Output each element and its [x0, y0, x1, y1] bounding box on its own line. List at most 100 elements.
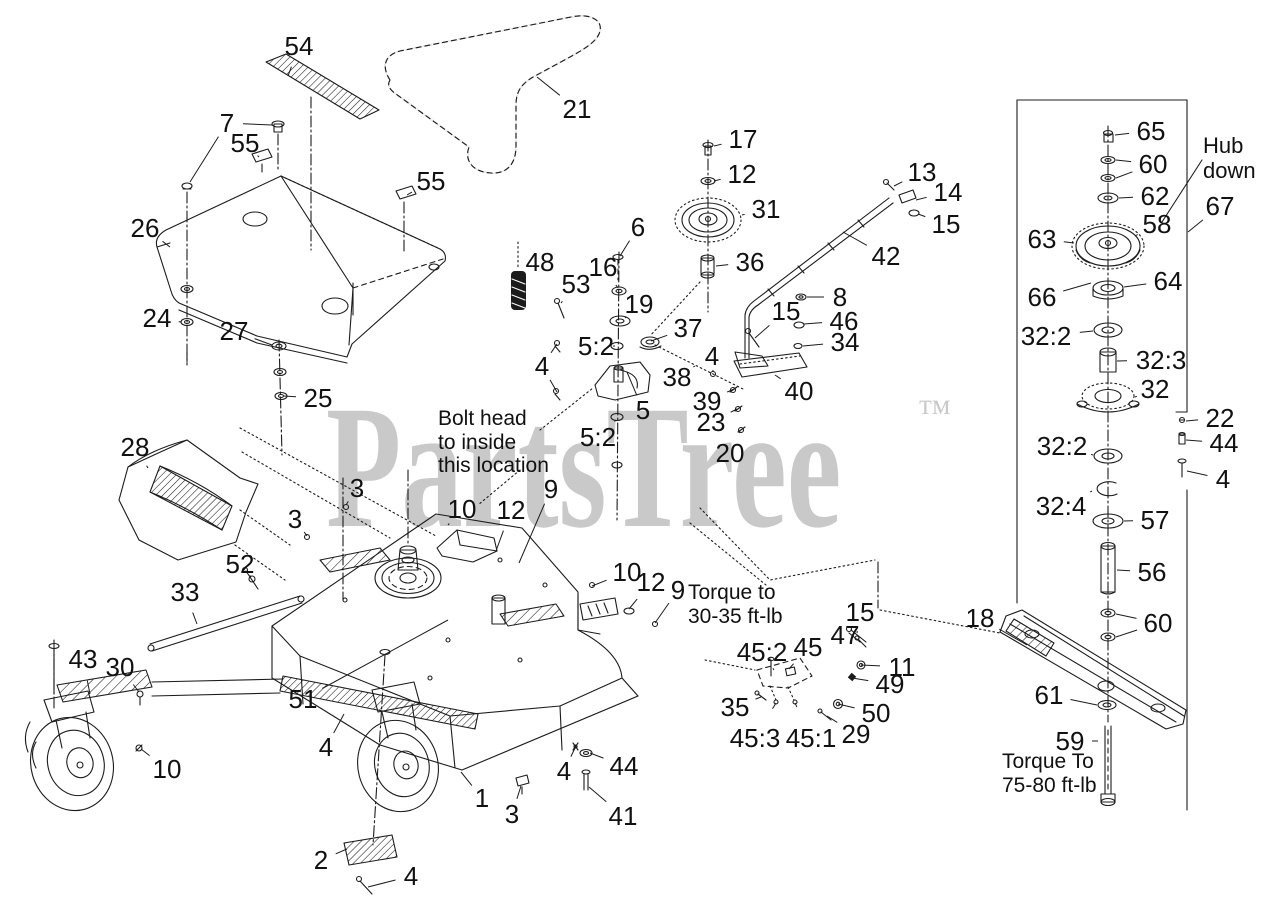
part-label-29: 29 — [841, 719, 871, 749]
part-label-32-2: 32:2 — [1020, 321, 1072, 351]
part-label-19: 19 — [624, 289, 654, 319]
part-label-63: 63 — [1027, 224, 1057, 254]
part-label-3: 3 — [349, 473, 365, 503]
part-label-4: 4 — [318, 732, 334, 762]
part-label-12: 12 — [727, 159, 757, 189]
part-label-45: 45 — [793, 632, 823, 662]
caster-arm-43 — [48, 639, 284, 752]
part-label-52: 52 — [225, 549, 255, 579]
part-label-10: 10 — [447, 494, 477, 524]
idler-mount-40 — [733, 293, 808, 378]
part-label-58: 58 — [1142, 209, 1172, 239]
sight-lines — [689, 507, 1001, 671]
part-label-4: 4 — [403, 861, 419, 891]
part-label-15: 15 — [771, 296, 801, 326]
part-label-16: 16 — [588, 252, 618, 282]
pin-52 — [241, 566, 259, 590]
part-label-60: 60 — [1138, 149, 1168, 179]
mower-deck-1 — [239, 427, 659, 771]
part-label-65: 65 — [1136, 116, 1166, 146]
part-label-28: 28 — [120, 432, 150, 462]
part-label-25: 25 — [303, 383, 333, 413]
caster-wheel-left — [24, 690, 115, 812]
part-label-9: 9 — [670, 575, 686, 605]
part-label-54: 54 — [284, 31, 314, 61]
part-label-57: 57 — [1140, 505, 1170, 535]
part-label-33: 33 — [170, 577, 200, 607]
spacer-2 — [343, 834, 398, 895]
part-label-5-2: 5:2 — [579, 422, 617, 452]
part-label-50: 50 — [861, 698, 891, 728]
part-label-35: 35 — [720, 692, 750, 722]
seal-strip-54 — [265, 53, 380, 251]
part-label-39: 39 — [692, 386, 722, 416]
part-label-4: 4 — [704, 341, 720, 371]
part-label-9: 9 — [543, 474, 559, 504]
part-label-24: 24 — [142, 303, 172, 333]
part-label-8: 8 — [832, 282, 848, 312]
part-label-44: 44 — [1209, 428, 1239, 458]
part-label-44: 44 — [609, 751, 639, 781]
part-label-42: 42 — [871, 241, 901, 271]
part-label-3: 3 — [504, 799, 520, 829]
center-spindle-hardware — [477, 241, 769, 521]
spindle-assembly-67 — [1016, 99, 1188, 811]
part-label-6: 6 — [630, 212, 646, 242]
part-label-32-4: 32:4 — [1035, 491, 1087, 521]
part-label-1: 1 — [474, 783, 490, 813]
part-label-10: 10 — [152, 754, 182, 784]
part-label-66: 66 — [1027, 282, 1057, 312]
caster-wheel-center — [357, 648, 439, 846]
part-label-38: 38 — [662, 362, 692, 392]
part-label-31: 31 — [751, 194, 781, 224]
gauge-rod-33 — [147, 595, 305, 652]
part-label-64: 64 — [1153, 266, 1183, 296]
part-label-45-3: 45:3 — [729, 723, 781, 753]
part-label-7: 7 — [219, 108, 235, 138]
part-label-41: 41 — [608, 801, 638, 831]
arm-strip-51 — [279, 675, 479, 730]
support-rod-42 — [744, 178, 920, 359]
part-label-49: 49 — [875, 669, 905, 699]
part-label-4: 4 — [1215, 464, 1231, 494]
part-label-32: 32 — [1140, 374, 1170, 404]
part-label-30: 30 — [105, 652, 135, 682]
part-label-53: 53 — [561, 269, 591, 299]
watermark-tm: ™ — [918, 394, 952, 431]
part-label-36: 36 — [735, 247, 765, 277]
part-label-55: 55 — [230, 128, 260, 158]
part-label-46: 46 — [829, 306, 859, 336]
part-label-34: 34 — [830, 327, 860, 357]
part-label-13: 13 — [907, 157, 937, 187]
part-label-18: 18 — [965, 603, 995, 633]
part-label-15: 15 — [931, 209, 961, 239]
part-label-26: 26 — [130, 213, 160, 243]
part-label-32-2: 32:2 — [1036, 431, 1088, 461]
part-label-4: 4 — [556, 756, 572, 786]
part-label-10: 10 — [612, 557, 642, 587]
part-label-62: 62 — [1140, 181, 1170, 211]
part-label-27: 27 — [219, 316, 249, 346]
part-label-12: 12 — [636, 567, 666, 597]
part-label-5: 5 — [635, 395, 651, 425]
part-label-3: 3 — [287, 504, 303, 534]
part-label-21: 21 — [562, 94, 592, 124]
part-label-59: 59 — [1055, 726, 1085, 756]
part-label-11: 11 — [888, 652, 916, 682]
part-label-14: 14 — [933, 177, 963, 207]
part-label-61: 61 — [1034, 680, 1064, 710]
cover-mount-hardware — [180, 120, 417, 456]
part-label-45-1: 45:1 — [785, 723, 837, 753]
part-label-4: 4 — [534, 351, 550, 381]
blade-18 — [999, 609, 1187, 730]
belt-cover-26 — [155, 175, 446, 364]
part-label-23: 23 — [696, 407, 726, 437]
part-label-60: 60 — [1143, 608, 1173, 638]
part-label-32-3: 32:3 — [1135, 345, 1187, 375]
hub-down-leader — [1161, 159, 1203, 223]
idler-pivot-cluster-45 — [754, 625, 867, 721]
